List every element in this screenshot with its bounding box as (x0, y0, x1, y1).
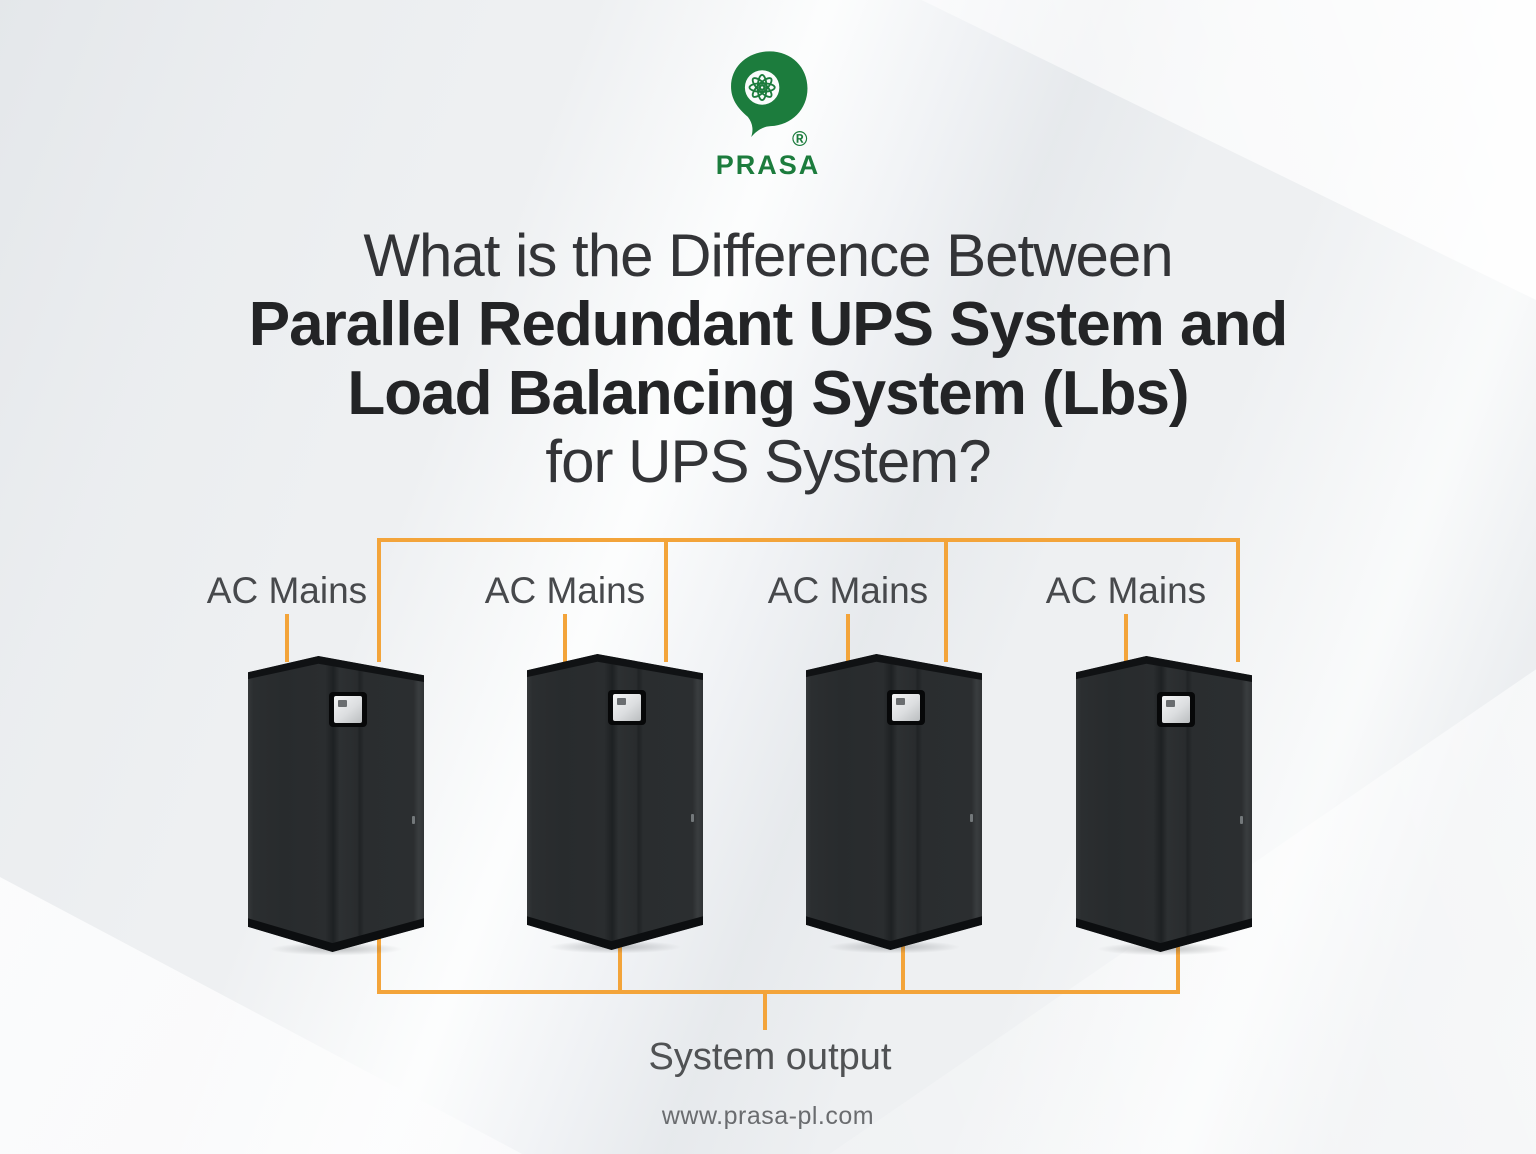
ups-screen-glass (612, 694, 641, 721)
system-output-label: System output (648, 1036, 892, 1078)
title-line-3: Load Balancing System (Lbs) (347, 359, 1189, 428)
ups-display-screen (607, 690, 646, 725)
ups-unit (1072, 656, 1256, 958)
ups-display-screen (328, 692, 367, 727)
atom-swoosh-icon (731, 51, 808, 138)
unit-output-line (901, 924, 905, 994)
ac-input-drop-line (664, 538, 668, 662)
output-bus-line (377, 990, 1180, 994)
ups-cabinet (1076, 656, 1252, 952)
ups-display-screen (886, 690, 925, 725)
ups-door-handle (970, 813, 974, 822)
brand-name: PRASA (715, 150, 821, 180)
registered-trademark: ® (792, 128, 808, 151)
ups-screen-glass (333, 696, 362, 723)
ups-door-handle (412, 815, 416, 824)
ups-screen-glass (1161, 696, 1190, 723)
ups-cabinet (527, 654, 703, 950)
title-line-2: Parallel Redundant UPS System and (248, 290, 1289, 359)
ups-unit (523, 654, 707, 956)
ups-cabinet (806, 654, 982, 950)
website-text: www.prasa-pl.com (661, 1102, 875, 1130)
ac-input-drop-line (377, 538, 381, 662)
unit-output-line (618, 924, 622, 994)
ac-mains-label: AC Mains (767, 570, 929, 611)
ac-mains-lead-line (1124, 614, 1128, 662)
ac-mains-label: AC Mains (484, 570, 646, 611)
ac-input-drop-line (1236, 538, 1240, 662)
ac-mains-lead-line (285, 614, 289, 662)
ac-mains-lead-line (846, 614, 850, 662)
ups-display-screen (1156, 692, 1195, 727)
ups-door-handle (1240, 815, 1244, 824)
ups-door-handle (691, 813, 695, 822)
ups-unit (244, 656, 428, 958)
ac-mains-label: AC Mains (1045, 570, 1207, 611)
ac-mains-label: AC Mains (206, 570, 368, 611)
ups-screen-glass (891, 694, 920, 721)
unit-output-line (377, 924, 381, 994)
output-drop-line (763, 992, 767, 1030)
ups-unit (802, 654, 986, 956)
ac-mains-lead-line (563, 614, 567, 662)
title-line-4: for UPS System? (545, 428, 991, 495)
unit-output-line (1176, 924, 1180, 994)
ac-input-bus-line (377, 538, 1240, 542)
title-line-1: What is the Difference Between (363, 222, 1173, 289)
ac-input-drop-line (944, 538, 948, 662)
ups-cabinet (248, 656, 424, 952)
